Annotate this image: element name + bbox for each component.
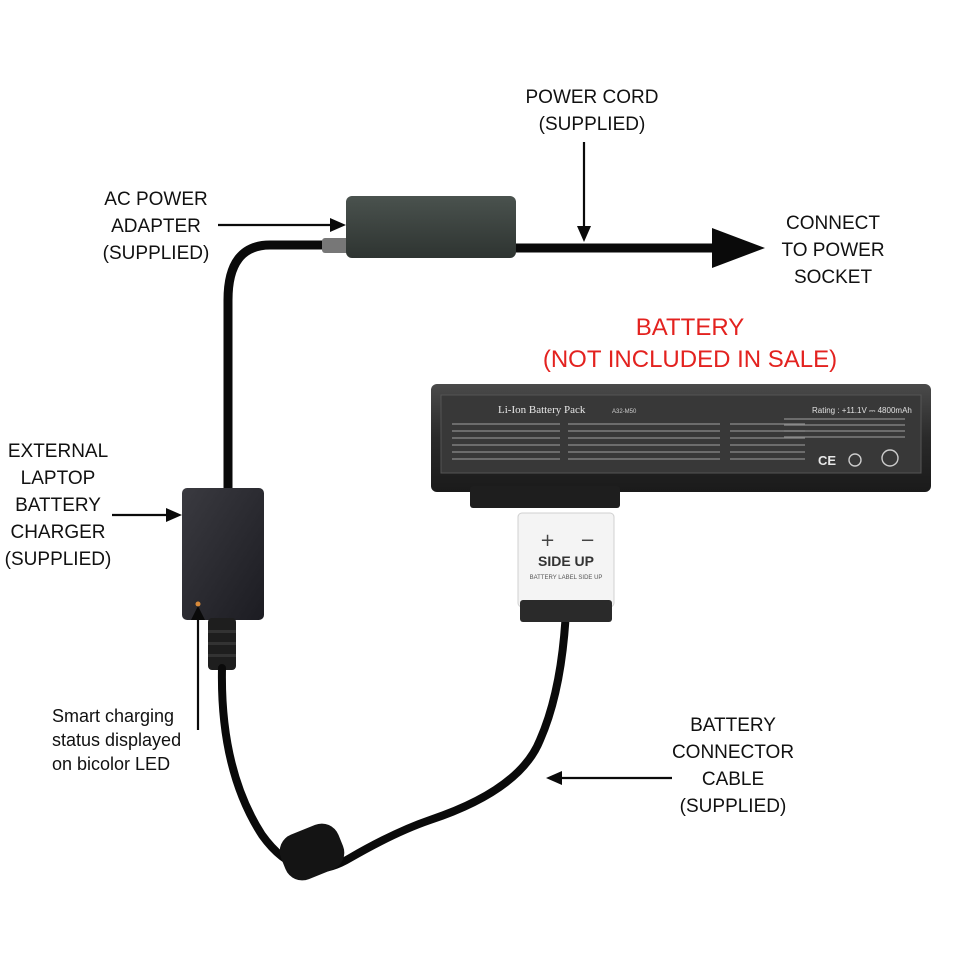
led-note-label: Smart charging status displayed on bicol… [52, 704, 202, 776]
connect-socket-label: CONNECT TO POWER SOCKET [768, 210, 898, 291]
ce-mark: CE [818, 453, 836, 468]
connector-cable-pointer-head [546, 771, 562, 785]
ac-adapter-label-line: ADAPTER [111, 216, 201, 237]
adapter-strain-relief [322, 238, 350, 253]
battery-connector-ridge [470, 486, 620, 508]
connector-cable-label-line: CONNECTOR [671, 742, 795, 763]
ac-adapter-label: AC POWER ADAPTER (SUPPLIED) [86, 186, 226, 267]
led-note-line: status displayed [52, 730, 182, 750]
connect-socket-label-line: CONNECT [786, 213, 880, 234]
ac-adapter-body [346, 196, 516, 258]
battery-brand-text: Li-Ion Battery Pack [498, 404, 586, 416]
cable-velcro-strap [279, 823, 345, 881]
power-cord-label-line: (SUPPLIED) [538, 114, 646, 135]
power-cord-label-line: POWER CORD [525, 87, 659, 108]
adapter-to-charger-cable [223, 240, 340, 493]
side-up-subtext: BATTERY LABEL SIDE UP [530, 575, 603, 581]
led-note-line: on bicolor LED [52, 754, 171, 774]
plus-terminal-symbol: + [540, 530, 555, 551]
ac-adapter-label-line: AC POWER [104, 189, 208, 210]
power-cord-arrowhead [712, 228, 765, 268]
led-pointer-head [191, 606, 205, 620]
connector-plug-base [520, 600, 612, 622]
side-up-text: SIDE UP [538, 553, 594, 569]
connector-cable-label-line: (SUPPLIED) [679, 796, 787, 817]
led-note-line: Smart charging [52, 706, 175, 726]
charger-pointer-head [166, 508, 182, 522]
ac-adapter-label-line: (SUPPLIED) [102, 243, 210, 264]
power-cord-label: POWER CORD (SUPPLIED) [503, 84, 681, 138]
battery-fine-print [452, 418, 905, 460]
charger-label-line: BATTERY [15, 495, 101, 516]
battery-label [440, 394, 922, 474]
charger-label: EXTERNAL LAPTOP BATTERY CHARGER (SUPPLIE… [0, 438, 116, 573]
battery-title-label: BATTERY (NOT INCLUDED IN SALE) [520, 312, 860, 376]
charger-label-line: LAPTOP [20, 468, 96, 489]
connect-socket-label-line: TO POWER [781, 240, 885, 261]
pointer-arrows [112, 142, 672, 785]
minus-terminal-symbol: − [580, 530, 595, 551]
plug-ridge [208, 642, 236, 645]
connector-cable-label-line: CABLE [701, 769, 765, 790]
connector-cable-label-line: BATTERY [690, 715, 776, 736]
charger-label-line: EXTERNAL [7, 441, 109, 462]
charger-label-line: CHARGER [10, 522, 106, 543]
battery-connector-cable [217, 606, 570, 873]
battery-title-line: BATTERY [635, 314, 745, 341]
battery-model-text: A32-M50 [612, 409, 637, 415]
plug-ridge [208, 654, 236, 657]
power-cord-pointer-head [577, 226, 591, 242]
charger-label-line: (SUPPLIED) [4, 549, 112, 570]
connector-cable-label: BATTERY CONNECTOR CABLE (SUPPLIED) [664, 712, 802, 820]
ul-mark-icon [881, 449, 899, 467]
charger-body [182, 488, 264, 620]
battery-rating-text: Rating : +11.1V ⎓ 4800mAh [812, 406, 912, 415]
plug-ridge [208, 630, 236, 633]
battery-subtitle-line: (NOT INCLUDED IN SALE) [542, 346, 838, 373]
bicolor-led [195, 601, 201, 607]
recycle-icon [848, 453, 862, 467]
connect-socket-label-line: SOCKET [793, 267, 873, 288]
ac-adapter-pointer-head [330, 218, 346, 232]
